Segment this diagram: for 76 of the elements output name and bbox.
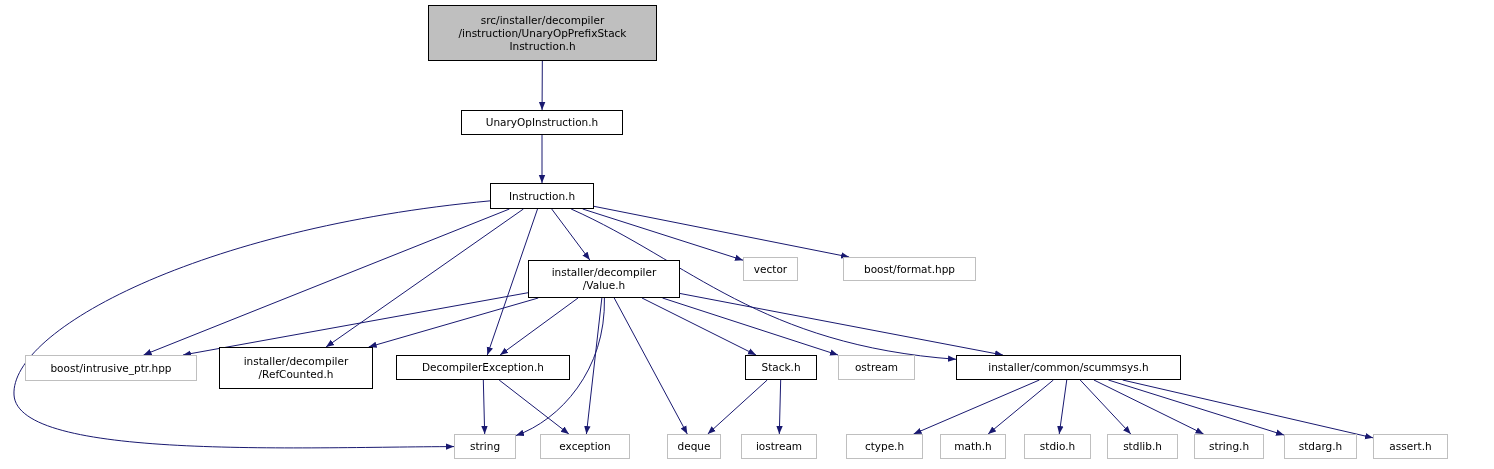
file-box bbox=[1107, 434, 1178, 459]
arrow bbox=[570, 208, 957, 362]
file-box bbox=[1024, 434, 1091, 459]
file-box bbox=[461, 110, 623, 135]
file-name: assert.h bbox=[1389, 440, 1432, 453]
arrow bbox=[1107, 379, 1285, 436]
arrow bbox=[679, 293, 1004, 357]
file-box bbox=[667, 434, 721, 459]
arrow bbox=[987, 379, 1054, 435]
arrow bbox=[538, 60, 546, 111]
arrow bbox=[551, 208, 591, 261]
file-name: UnaryOpInstruction.h bbox=[485, 116, 599, 129]
file-name: installer/common/scummsys.h bbox=[988, 361, 1149, 374]
arrow bbox=[641, 297, 757, 356]
file-box bbox=[454, 434, 516, 459]
file-name: stdlib.h bbox=[1123, 440, 1162, 453]
arrow bbox=[776, 379, 783, 435]
file-box bbox=[956, 355, 1181, 380]
file-name: stdarg.h bbox=[1298, 440, 1343, 453]
arrow bbox=[325, 208, 524, 348]
file-box bbox=[396, 355, 570, 380]
file-name: boost/format.hpp bbox=[864, 262, 955, 276]
file-box bbox=[1373, 434, 1448, 459]
arrow bbox=[1122, 379, 1374, 440]
file-box bbox=[1194, 434, 1264, 459]
file-name: src/installer/decompiler /instruction/UnaryOpPrefixStack Instruction.h bbox=[457, 13, 628, 53]
file-name: boost/intrusive_ptr.hpp bbox=[50, 361, 172, 375]
file-box bbox=[843, 257, 976, 281]
file-box bbox=[528, 260, 680, 298]
file-name: ostream bbox=[854, 361, 899, 374]
file-name: Stack.h bbox=[761, 361, 801, 374]
file-name: vector bbox=[753, 262, 788, 276]
arrow bbox=[368, 297, 539, 348]
file-box bbox=[219, 347, 373, 389]
file-box bbox=[745, 355, 817, 380]
file-box bbox=[838, 355, 915, 380]
arrow bbox=[143, 208, 510, 356]
file-box bbox=[1284, 434, 1357, 459]
file-name: iostream bbox=[755, 440, 803, 453]
arrow bbox=[1057, 379, 1068, 435]
arrow bbox=[593, 205, 850, 259]
file-box bbox=[846, 434, 923, 459]
arrow bbox=[499, 297, 579, 356]
file-name: installer/decompiler /RefCounted.h bbox=[242, 355, 350, 381]
arrow bbox=[613, 297, 688, 435]
file-box bbox=[741, 434, 817, 459]
arrow bbox=[707, 379, 768, 435]
file-name: installer/decompiler /Value.h bbox=[550, 266, 658, 292]
file-name: stdio.h bbox=[1039, 440, 1076, 453]
file-name: deque bbox=[677, 440, 711, 453]
file-box bbox=[940, 434, 1006, 459]
file-name: exception bbox=[559, 440, 611, 453]
arrow bbox=[13, 200, 491, 450]
arrow bbox=[913, 379, 1040, 435]
arrow bbox=[498, 379, 570, 435]
file-box bbox=[428, 5, 657, 61]
arrow bbox=[662, 297, 839, 356]
file-name: DecompilerException.h bbox=[422, 361, 544, 374]
file-name: string bbox=[469, 440, 501, 453]
arrow bbox=[584, 297, 603, 435]
arrow bbox=[538, 134, 546, 184]
arrow bbox=[182, 292, 529, 357]
file-box bbox=[540, 434, 630, 459]
arrow bbox=[1079, 379, 1132, 435]
file-box bbox=[490, 183, 594, 209]
file-box bbox=[25, 355, 197, 381]
file-name: Instruction.h bbox=[508, 189, 576, 203]
file-name: math.h bbox=[954, 440, 992, 453]
arrow bbox=[515, 297, 605, 437]
file-name: string.h bbox=[1208, 440, 1250, 453]
arrow bbox=[486, 208, 539, 356]
arrow bbox=[582, 208, 744, 261]
file-name: ctype.h bbox=[864, 440, 905, 453]
arrow bbox=[481, 379, 488, 435]
file-box bbox=[743, 257, 798, 281]
arrow bbox=[1093, 379, 1205, 435]
